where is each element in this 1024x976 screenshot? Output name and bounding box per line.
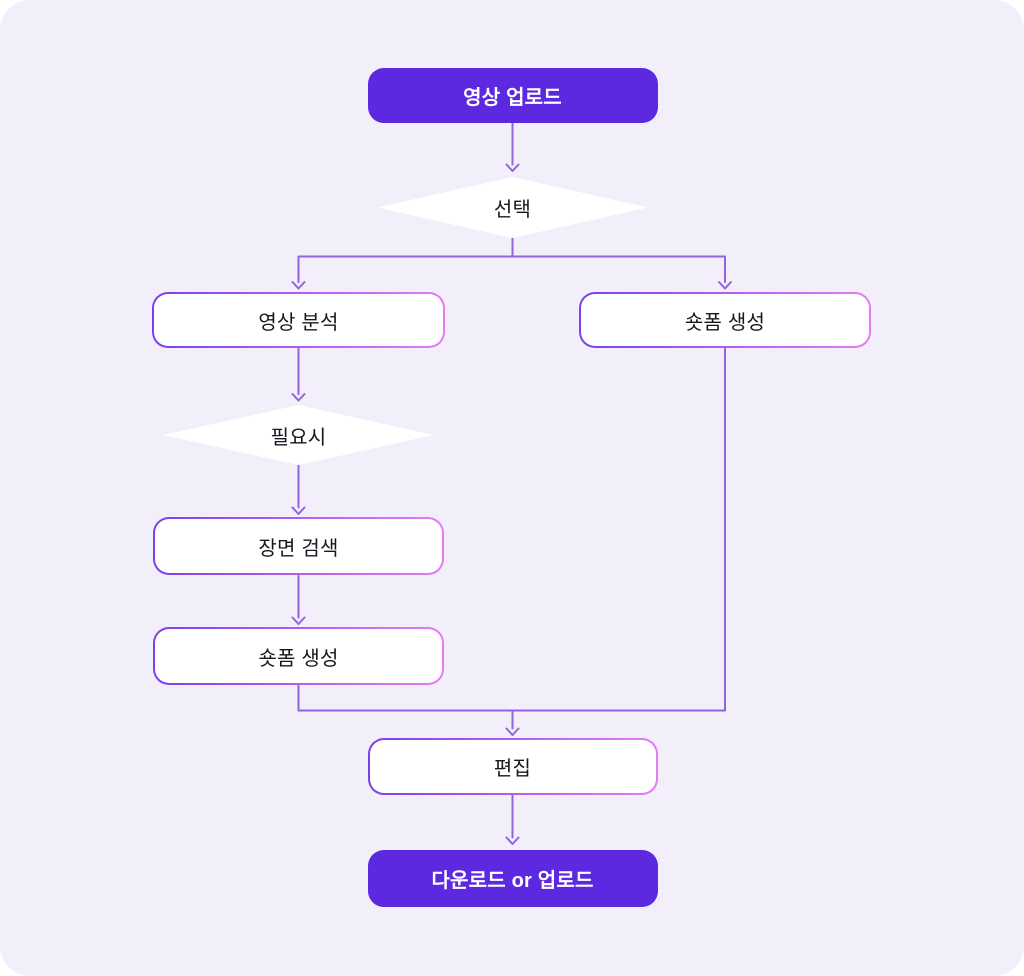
node-shortform-right-label: 숏폼 생성 bbox=[684, 311, 766, 334]
arrowhead-down-icon bbox=[718, 281, 732, 290]
node-if-needed-label: 필요시 bbox=[270, 426, 327, 449]
node-video-analysis: 영상 분석 bbox=[152, 292, 445, 348]
arrowhead-down-icon bbox=[291, 393, 306, 402]
node-start: 영상 업로드 bbox=[367, 68, 658, 123]
edge-ifneeded-scenesearch bbox=[291, 464, 306, 515]
edge-select-branches bbox=[291, 237, 732, 290]
arrowhead-down-icon bbox=[505, 727, 520, 736]
edge-merge-edit bbox=[297, 347, 726, 736]
node-end-label: 다운로드 or 업로드 bbox=[431, 870, 594, 892]
node-scene-search: 장면 검색 bbox=[153, 517, 444, 575]
node-end: 다운로드 or 업로드 bbox=[367, 850, 658, 907]
edge-analysis-ifneeded bbox=[291, 347, 306, 402]
arrowhead-down-icon bbox=[505, 836, 520, 845]
node-video-analysis-label: 영상 분석 bbox=[258, 311, 339, 334]
node-select-label: 선택 bbox=[493, 199, 532, 221]
arrowhead-down-icon bbox=[291, 506, 306, 515]
arrowhead-down-icon bbox=[291, 616, 306, 625]
node-shortform-left-label: 숏폼 생성 bbox=[258, 647, 339, 670]
edge-line bbox=[297, 347, 726, 730]
node-shortform-right: 숏폼 생성 bbox=[579, 292, 871, 348]
node-start-label: 영상 업로드 bbox=[463, 87, 562, 109]
edge-line bbox=[297, 237, 726, 283]
node-shortform-left: 숏폼 생성 bbox=[153, 627, 444, 685]
node-edit-label: 편집 bbox=[493, 758, 532, 780]
node-scene-search-label: 장면 검색 bbox=[258, 537, 339, 560]
node-edit: 편집 bbox=[368, 738, 658, 795]
edge-scenesearch-shortform bbox=[291, 574, 306, 625]
edge-start-select bbox=[505, 122, 520, 172]
arrowhead-down-icon bbox=[291, 281, 306, 290]
arrowhead-down-icon bbox=[505, 163, 520, 172]
edge-edit-end bbox=[505, 794, 520, 845]
